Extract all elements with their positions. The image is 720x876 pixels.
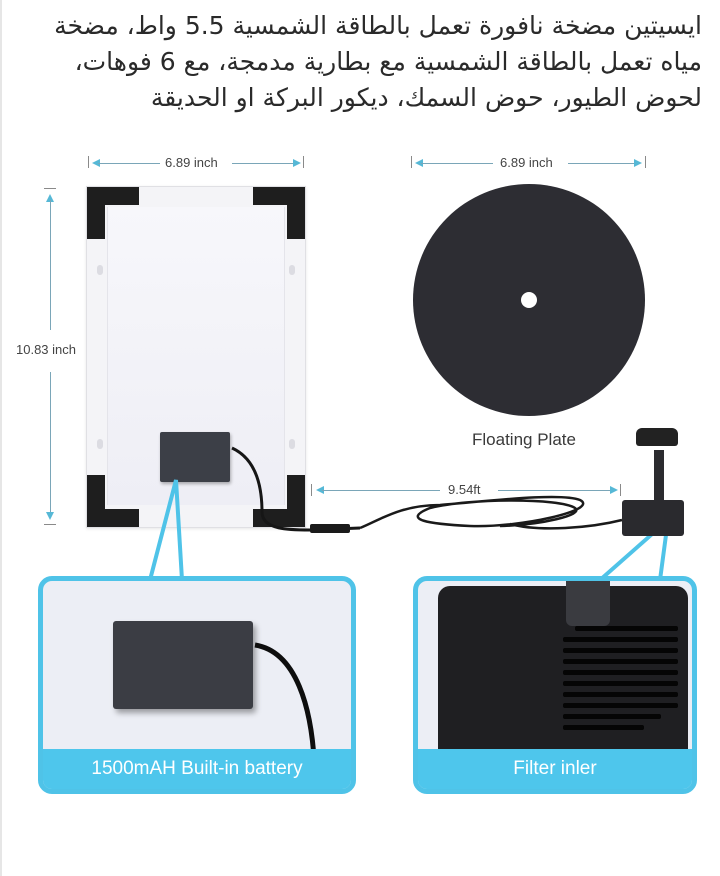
dimension-tick <box>44 524 56 525</box>
dimension-line <box>50 372 51 512</box>
dimension-line <box>232 163 294 164</box>
panel-height-label: 10.83 inch <box>16 342 76 357</box>
pump-outlet <box>566 581 610 626</box>
nozzle-stem <box>654 450 664 505</box>
fountain-nozzle <box>636 428 678 446</box>
dimension-tick <box>620 484 621 496</box>
mount-hole <box>289 439 295 449</box>
floating-plate <box>413 184 645 416</box>
water-pump <box>622 500 684 536</box>
dimension-tick <box>411 156 412 168</box>
dimension-line <box>568 163 634 164</box>
filter-caption: Filter inler <box>418 749 692 789</box>
dimension-line <box>50 200 51 330</box>
battery-box <box>160 432 230 482</box>
floating-plate-label: Floating Plate <box>472 430 576 449</box>
battery-callout: 1500mAH Built-in battery <box>38 576 356 794</box>
dimension-line <box>322 490 440 491</box>
plate-center-hole <box>521 292 537 308</box>
page-edge <box>0 0 2 876</box>
pump-closeup <box>438 581 688 756</box>
filter-grille <box>563 626 678 746</box>
corner-bracket <box>87 187 139 239</box>
arrow-left-icon <box>316 486 324 494</box>
corner-bracket <box>253 187 305 239</box>
arrow-up-icon <box>46 194 54 202</box>
mount-hole <box>289 265 295 275</box>
product-title: ايسيتين مضخة نافورة تعمل بالطاقة الشمسية… <box>54 11 702 112</box>
mount-hole <box>97 439 103 449</box>
arrow-right-icon <box>293 159 301 167</box>
mount-hole <box>97 265 103 275</box>
arrow-left-icon <box>92 159 100 167</box>
filter-callout: Filter inler <box>413 576 697 794</box>
dimension-tick <box>311 484 312 496</box>
arrow-left-icon <box>415 159 423 167</box>
dimension-tick <box>303 156 304 168</box>
plate-diameter-label: 6.89 inch <box>496 155 557 170</box>
dimension-line <box>498 490 610 491</box>
dimension-line <box>421 163 493 164</box>
dimension-tick <box>645 156 646 168</box>
dimension-line <box>98 163 160 164</box>
dimension-tick <box>88 156 89 168</box>
arrow-down-icon <box>46 512 54 520</box>
panel-width-label: 6.89 inch <box>161 155 222 170</box>
cable-length-label: 9.54ft <box>444 482 485 497</box>
corner-bracket <box>87 475 139 527</box>
arrow-right-icon <box>610 486 618 494</box>
arrow-right-icon <box>634 159 642 167</box>
dimension-tick <box>44 188 56 189</box>
battery-closeup <box>113 621 253 709</box>
battery-caption: 1500mAH Built-in battery <box>43 749 351 789</box>
